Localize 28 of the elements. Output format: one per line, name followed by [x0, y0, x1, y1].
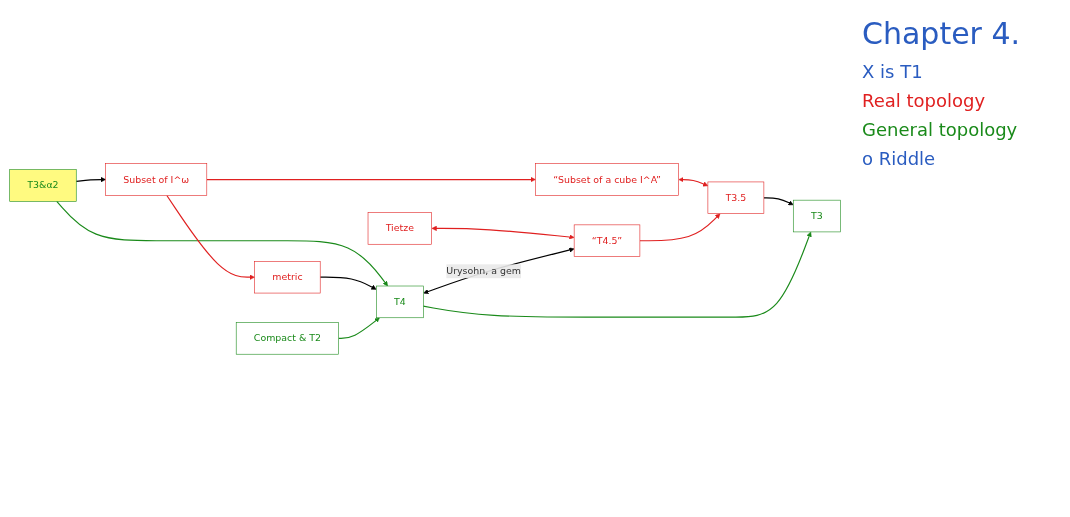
node-box: Compact & T2: [235, 321, 339, 355]
node-box: metric: [254, 260, 321, 293]
note: General topology: [862, 119, 1019, 140]
node-box: T3&α2: [9, 168, 77, 202]
arrow: [166, 194, 255, 280]
arrow: [639, 213, 721, 241]
arrow: [206, 176, 536, 182]
node-box: T3: [793, 199, 841, 232]
arrow: [431, 225, 575, 240]
arrow: [338, 317, 380, 339]
note: X is T1: [862, 61, 924, 82]
node-box: T3.5: [707, 181, 765, 214]
arrow: [56, 200, 388, 286]
arrow: [319, 276, 377, 290]
node-box: “Subset of a cube I^A”: [535, 162, 679, 196]
node-box: “T4.5”: [573, 224, 641, 257]
arrow: [423, 247, 575, 294]
node-box: Tietze: [367, 211, 432, 245]
edge-label: Urysohn, a gem: [446, 264, 521, 277]
note: o Riddle: [862, 148, 937, 169]
arrow: [678, 176, 709, 186]
arrow: [75, 176, 106, 182]
node-box: Subset of I^ω: [105, 162, 208, 196]
note: Real topology: [862, 90, 987, 111]
node-box: T4: [376, 285, 424, 318]
arrow: [763, 196, 794, 205]
title: Chapter 4.: [862, 16, 1022, 51]
arrow: [422, 231, 812, 318]
